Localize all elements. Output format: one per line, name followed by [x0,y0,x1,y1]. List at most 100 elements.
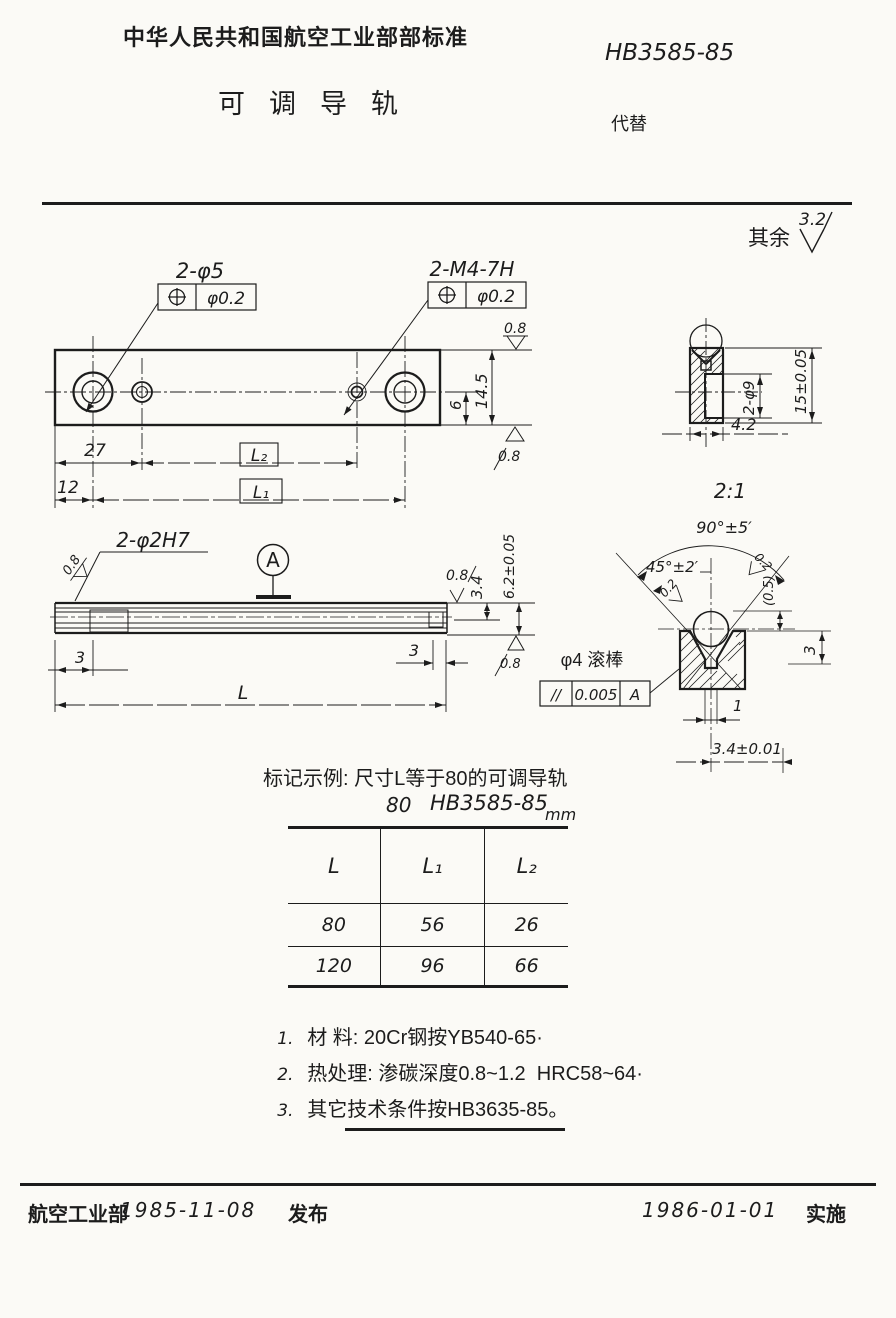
dim-3-left: 3 [75,648,85,667]
callout-thread-label: 2-M4-7H [430,257,515,281]
callout-pin: 2-φ2H7 [116,528,190,552]
cell-L2-66: 66 [484,946,568,987]
roughness-right-icon: 0.8 [446,565,477,603]
standard-number: HB3585-85 [605,40,735,66]
svg-text:0.8: 0.8 [500,657,521,672]
dim-3-right: 3 [409,641,419,660]
document-title: 可调导轨 [218,89,422,119]
counterbore-hole-left [72,371,114,413]
cell-L1-56: 56 [379,903,485,947]
note-number: 1. [277,1029,294,1049]
rough-top-value: 0.8 [504,321,526,337]
technical-drawing: 其余 3.2 2-φ5 [45,210,833,773]
svg-text:0.2: 0.2 [751,550,774,573]
dim-27: 27 [84,441,106,461]
groove-block [678,629,747,691]
dim-bore: 2-φ9 [740,381,758,415]
col-header-L2: L₂ [484,827,568,904]
dim-L1: L₁ [253,483,269,503]
section-scale: 2:1 [714,479,746,503]
cell-L1-96: 96 [379,946,485,987]
detail-view: 90°±5′ 45°±2′ 0.2 0.2 (0.5) 3 [539,518,831,773]
footer-issuer: 航空工业部 [28,1204,128,1226]
callout-thread: 2-M4-7H φ0.2 [343,257,527,416]
parallelism-frame: // 0.005 A [539,668,680,707]
col-header-L: L [288,827,381,904]
dim-3-4-side: 3.4 [468,575,486,599]
dim-12: 12 [57,478,79,498]
callout-cb-label: 2-φ5 [176,259,224,283]
plan-view: 2-φ5 φ0.2 2-M4-7H φ0.2 [45,257,532,510]
dim-14-5: 14.5 [472,373,491,409]
table-unit: mm [545,805,577,824]
note-3: 3. 其它技术条件按HB3635-85。 [255,1070,568,1145]
finish-prefix: 其余 [748,227,790,250]
dim-3-4-detail: 3.4±0.01 [712,740,782,758]
footer-rule [20,1183,876,1186]
note-1: 1. 材 料: 20Cr钢按YB540-65· [255,998,543,1073]
dim-1: 1 [733,697,743,715]
dim-4-2: 4.2 [731,415,756,434]
callout-counterbore: 2-φ5 φ0.2 [85,259,257,413]
pin-hole-left [131,381,153,403]
finish-value: 3.2 [799,210,826,230]
dim-L2: L₂ [251,446,267,466]
side-view: 2-φ2H7 0.8 A 0.8 [48,528,535,712]
header-rule [42,202,852,205]
marking-size: 80 [386,793,412,817]
dim-6-2: 6.2±0.05 [502,534,518,599]
roughness-groove-left-icon: 0.2 [657,576,683,602]
note-2: 2. 热处理: 渗碳深度0.8~1.2 HRC58~64· [255,1034,643,1109]
table-header-row: L L₁ L₂ [288,827,568,904]
table-row: 120 96 66 [288,946,568,987]
cell-L-120: 120 [315,955,352,977]
footer-impl-date: 1986-01-01 [642,1198,779,1222]
roughness-top-icon: 0.8 [503,321,528,350]
dim-15: 15±0.05 [792,349,810,414]
dim-L: L [238,682,249,704]
parallel-datum: A [629,686,640,704]
section-view: 15±0.05 2-φ9 4.2 2:1 [662,318,822,503]
angle-90: 90°±5′ [696,518,752,537]
parallel-value: 0.005 [575,686,618,704]
note-text: 其它技术条件按HB3635-85。 [307,1099,569,1121]
roughness-bottom-icon: 0.8 [493,426,525,471]
marking-designation: HB3585-85 [430,791,548,815]
counterbore-section [704,373,724,419]
roller-label: φ4 滚棒 [561,650,624,670]
parallel-symbol: // [549,686,563,704]
rough-bottom-value: 0.8 [498,449,520,465]
dim-3-detail: 3 [801,645,819,655]
footer-issue-date: 1985-11-08 [120,1198,257,1222]
note-text: 热处理: 渗碳深度0.8~1.2 HRC58~64· [307,1063,643,1085]
note-number: 3. [277,1101,294,1121]
hatching [689,347,724,424]
roughness-pin-icon: 0.8 [60,553,88,581]
cell-L-80: 80 [288,903,381,947]
dimension-table: L L₁ L₂ 80 56 26 120 96 66 [288,826,568,988]
thread-hole [347,382,367,402]
marking-example: 标记示例: 尺寸L等于80的可调导轨 [263,768,568,790]
cell-L2-26: 26 [484,903,568,947]
hatching [679,630,746,690]
replaces-label: 代替 [611,114,647,134]
datum-a-label: A [266,548,280,572]
callout-thread-tol: φ0.2 [477,287,515,307]
footer-impl-label: 实施 [806,1204,846,1226]
pin-left-filled [89,609,129,633]
note-number: 2. [277,1065,294,1085]
datum-a-flag: A [256,543,291,599]
dim-6: 6 [447,400,465,410]
callout-cb-tol: φ0.2 [207,289,245,309]
svg-text:0.8: 0.8 [446,568,468,584]
roller-circle [692,610,730,648]
org-title: 中华人民共和国航空工业部部标准 [123,25,469,50]
dim-0-5: (0.5) [762,575,777,606]
angle-45: 45°±2′ [646,558,699,576]
note-text: 材 料: 20Cr钢按YB540-65· [307,1027,543,1049]
col-header-L1: L₁ [379,827,485,904]
section-divider-rule [345,1128,565,1131]
svg-text:0.8: 0.8 [60,553,84,579]
svg-text:0.2: 0.2 [657,576,680,600]
